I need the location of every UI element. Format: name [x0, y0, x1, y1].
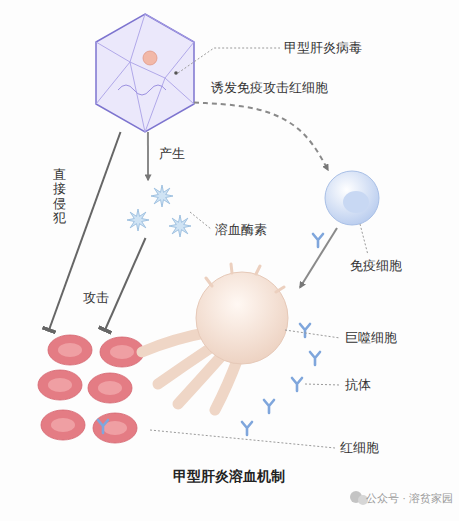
- antibody-symbols: [98, 234, 323, 435]
- edge-label: 攻击: [82, 290, 110, 306]
- illustration-part: [325, 171, 379, 225]
- illustration-part: [96, 14, 194, 132]
- connector-arrow: [300, 228, 337, 288]
- illustration-part: [178, 48, 280, 73]
- illustration-part: [300, 324, 310, 337]
- immune-cell-node: 免疫细胞: [322, 170, 382, 228]
- illustration-part: [98, 420, 108, 433]
- virus-node: 甲型肝炎病毒: [96, 14, 194, 132]
- connector-arrow: [49, 132, 121, 330]
- illustration-part: [38, 370, 82, 400]
- illustration-part: [206, 264, 284, 292]
- leader-lines: [150, 48, 368, 448]
- immune-cell-illustration: [325, 171, 379, 225]
- red-blood-cell-node: 红细胞: [25, 330, 185, 448]
- illustration-part: [48, 335, 92, 365]
- illustration-part: [242, 422, 252, 435]
- illustration-part: [360, 224, 368, 255]
- illustration-part: [292, 378, 302, 391]
- edge-label: 诱发免疫攻击红细胞: [210, 80, 329, 96]
- illustration-part: [174, 71, 178, 75]
- illustration-part: [127, 209, 149, 231]
- illustration-part: [313, 234, 323, 247]
- hemolysin-node: 溶血酶素: [120, 180, 205, 238]
- illustration-part: [96, 14, 194, 132]
- illustration-part: [285, 330, 340, 338]
- edge-label: 直接侵犯: [52, 168, 67, 225]
- illustration-part: [190, 212, 211, 229]
- connector-arrow: [105, 238, 146, 330]
- illustration-part: [343, 191, 369, 213]
- illustration-part: [264, 400, 274, 413]
- node-label: 免疫细胞: [350, 258, 402, 274]
- node-label: 甲型肝炎病毒: [284, 40, 362, 56]
- illustration-part: [310, 352, 320, 365]
- edge-label: 产生: [158, 146, 186, 162]
- illustration-part: [93, 413, 137, 443]
- illustration-part: [151, 185, 173, 207]
- hemolysin-illustration: [127, 185, 191, 237]
- node-label: 巨噬细胞: [345, 330, 397, 346]
- connector-arrow: [194, 103, 328, 171]
- illustration-part: [41, 410, 85, 440]
- red-blood-cells: [38, 335, 144, 443]
- node-label: 溶血酶素: [215, 222, 267, 238]
- macrophage-illustration: [142, 264, 288, 410]
- illustration-part: [169, 215, 191, 237]
- illustration-part: [215, 358, 238, 410]
- watermark-icon: [350, 491, 368, 505]
- illustration-part: [305, 384, 340, 385]
- node-label: 红细胞: [340, 440, 379, 456]
- illustration-part: [88, 373, 132, 403]
- diagram-title: 甲型肝炎溶血机制: [173, 468, 285, 484]
- connector-arrow: [147, 132, 149, 180]
- virus-illustration: [96, 14, 194, 132]
- antibody-label: 抗体: [345, 377, 371, 393]
- illustration-part: [143, 51, 157, 65]
- illustration-part: [196, 272, 288, 364]
- macrophage-node: 巨噬细胞: [150, 268, 300, 398]
- illustration-part: [118, 85, 166, 95]
- illustration-part: [150, 430, 335, 448]
- watermark: 公众号 · 溶贫家园: [366, 490, 453, 506]
